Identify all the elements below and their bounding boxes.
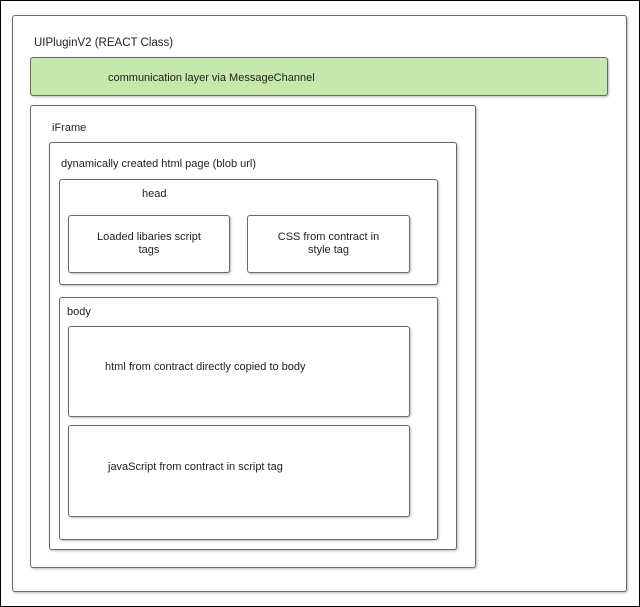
communication-layer-box: communication layer via MessageChannel [30,57,608,96]
html-page-label: dynamically created html page (blob url) [61,158,257,170]
uiplugin-label: UIPluginV2 (REACT Class) [34,37,174,49]
css-style-tag-box: CSS from contract in style tag [247,215,410,273]
libraries-script-tags-box: Loaded libaries script tags [68,215,230,273]
javascript-content-box: javaScript from contract in script tag [68,425,410,517]
iframe-label: iFrame [52,122,87,134]
libraries-line-1: Loaded libaries script [97,231,201,243]
html-content-label: html from contract directly copied to bo… [105,361,306,373]
css-text: CSS from contract in style tag [248,231,409,257]
libraries-text: Loaded libaries script tags [69,231,229,257]
communication-layer-label: communication layer via MessageChannel [108,72,315,84]
css-line-2: style tag [308,244,349,256]
css-line-1: CSS from contract in [277,231,380,243]
body-label: body [67,306,91,318]
html-content-box: html from contract directly copied to bo… [68,326,410,417]
libraries-line-2: tags [138,244,160,256]
head-label: head [142,188,167,200]
javascript-content-label: javaScript from contract in script tag [108,461,283,473]
